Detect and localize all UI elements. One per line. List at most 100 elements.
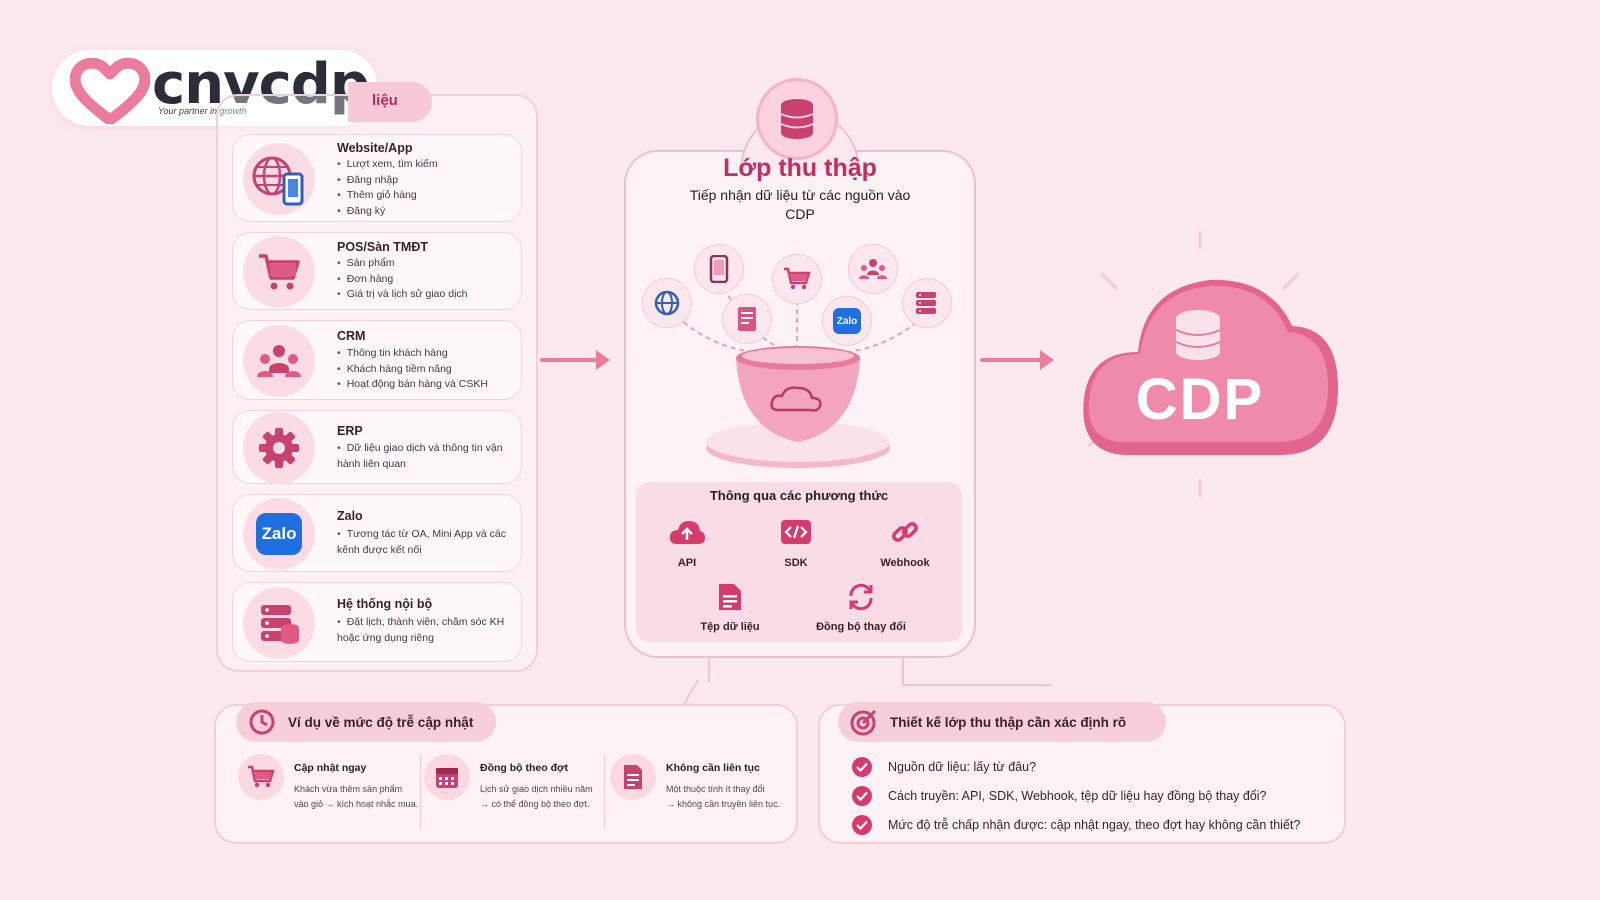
cdp-cloud-icon [1083, 230, 1338, 498]
method-label: API [677, 557, 697, 569]
source-bullet: Đăng nhập [337, 173, 438, 189]
source-bullet: Thông tin khách hàng [337, 346, 488, 362]
mobile-icon [694, 244, 744, 294]
source-card-zalo: Zalo Zalo Tương tác từ OA, Mini App và c… [232, 494, 522, 572]
source-title: Zalo [337, 509, 363, 523]
method-api: API [642, 518, 732, 569]
example-desc-line: → không cần truyền liên tục. [666, 799, 781, 809]
method-label: SDK [784, 557, 808, 569]
collection-layer-title: Lớp thu thập [723, 154, 877, 182]
latency-title: Ví dụ về mức độ trễ cập nhật [288, 714, 474, 730]
source-bullets: Thông tin khách hàng Khách hàng tiềm năn… [337, 346, 488, 393]
method-sdk: SDK [751, 518, 841, 569]
cart-icon [772, 254, 822, 304]
logo-wordmark: cnvcdp [152, 52, 370, 117]
source-card-website-app: Website/App Lượt xem, tìm kiếm Đăng nhập… [232, 134, 522, 222]
source-bullet: Đơn hàng [337, 272, 468, 288]
example-title: Không cần liên tục [666, 762, 760, 774]
source-bullet: Hoạt động bán hàng và CSKH [337, 377, 488, 393]
collection-layer-subtitle: Tiếp nhận dữ liệu từ các nguồn vào CDP [689, 187, 911, 222]
arrow-head-icon [1040, 350, 1054, 370]
cart-icon [238, 754, 284, 800]
check-text: Mức độ trễ chấp nhận được: cập nhật ngay… [888, 817, 1301, 832]
source-card-internal: Hệ thống nội bộ Đặt lịch, thành viên, ch… [232, 582, 522, 662]
document-icon [610, 754, 656, 800]
code-icon [781, 520, 811, 544]
source-bullets: Sản phẩm Đơn hàng Giá trị và lịch sử gia… [337, 256, 468, 303]
cdp-label: CDP [1135, 367, 1265, 432]
checkmark-icon [852, 756, 872, 777]
zalo-badge: Zalo [833, 308, 861, 334]
cdp-cloud: CDP [1070, 230, 1360, 500]
check-item: Nguồn dữ liệu: lấy từ đâu? [852, 752, 1332, 781]
zalo-icon: Zalo [243, 498, 315, 570]
file-icon [719, 584, 741, 610]
example-desc: Khách vừa thêm sản phẩm vào giỏ → kích h… [294, 782, 418, 812]
example-desc-line: Một thuộc tính ít thay đổi [666, 784, 765, 794]
brand-logo: cnvcdp Your partner in growth [52, 50, 378, 126]
source-bullets: Lượt xem, tìm kiếm Đăng nhập Thêm giỏ hà… [337, 157, 438, 219]
connector-line [708, 656, 710, 682]
clock-icon [249, 709, 275, 735]
connector-line [902, 684, 1052, 704]
target-icon [850, 709, 877, 736]
divider [420, 754, 421, 828]
example-desc-line: vào giỏ → kích hoạt nhắc mua. [294, 799, 419, 809]
source-title: CRM [337, 329, 366, 343]
arrow-head-icon [596, 350, 610, 370]
source-title: ERP [337, 424, 363, 438]
method-data-file: Tệp dữ liệu [685, 582, 775, 633]
flow-arrow-to-collection [540, 358, 600, 362]
source-card-pos: POS/Sàn TMĐT Sản phẩm Đơn hàng Giá trị v… [232, 232, 522, 310]
checklist: Nguồn dữ liệu: lấy từ đâu? Cách truyền: … [852, 752, 1332, 839]
cart-icon [243, 236, 315, 308]
source-card-crm: CRM Thông tin khách hàng Khách hàng tiềm… [232, 320, 522, 400]
source-bullet: Sản phẩm [337, 256, 468, 272]
method-label: Tệp dữ liệu [700, 621, 760, 633]
example-desc: Lịch sử giao dịch nhiều năm → có thể đồn… [480, 782, 593, 812]
source-bullet: Đặt lịch, thành viên, chăm sóc KH hoặc ứ… [337, 615, 513, 646]
source-card-erp: ERP Dữ liệu giao dịch và thông tin vận h… [232, 410, 522, 484]
method-webhook: Webhook [860, 518, 950, 569]
check-item: Mức độ trễ chấp nhận được: cập nhật ngay… [852, 810, 1332, 839]
checkmark-icon [852, 814, 872, 835]
source-bullet: Lượt xem, tìm kiếm [337, 157, 438, 173]
example-desc-line: Khách vừa thêm sản phẩm [294, 784, 403, 794]
source-bullets: Đặt lịch, thành viên, chăm sóc KH hoặc ứ… [337, 615, 513, 646]
database-icon [756, 78, 838, 160]
document-icon [722, 294, 772, 344]
source-title: Hệ thống nội bộ [337, 597, 433, 611]
design-title: Thiết kế lớp thu thập cần xác định rõ [890, 714, 1127, 730]
server-icon [902, 278, 952, 328]
method-change-sync: Đồng bộ thay đổi [808, 582, 914, 633]
source-title: Website/App [337, 141, 413, 155]
source-bullets: Dữ liệu giao dịch và thông tin vận hành … [337, 441, 513, 472]
data-sources-tab: liệu [348, 82, 432, 122]
people-icon [848, 244, 898, 294]
check-item: Cách truyền: API, SDK, Webhook, tệp dữ l… [852, 781, 1332, 810]
source-bullets: Tương tác từ OA, Mini App và các kênh đư… [337, 527, 507, 558]
flow-arrow-to-cdp [980, 358, 1044, 362]
methods-title: Thông qua các phương thức [709, 488, 889, 503]
logo-tagline: Your partner in growth [158, 106, 247, 116]
zalo-icon: Zalo [822, 296, 872, 346]
source-bullet: Dữ liệu giao dịch và thông tin vận hành … [337, 441, 513, 472]
globe-phone-icon [243, 143, 315, 215]
example-desc-line: Lịch sử giao dịch nhiều năm [480, 784, 593, 794]
example-desc: Một thuộc tính ít thay đổi → không cần t… [666, 782, 780, 812]
people-icon [243, 325, 315, 397]
connector-line [902, 656, 904, 686]
gear-icon [243, 412, 315, 484]
source-title: POS/Sàn TMĐT [337, 240, 428, 254]
heart-logo-icon [70, 58, 150, 124]
source-bullet: Giá trị và lịch sử giao dịch [337, 287, 468, 303]
cloud-upload-icon [669, 521, 705, 544]
example-desc-line: → có thể đồng bộ theo đợt. [480, 799, 590, 809]
sync-icon [849, 583, 873, 611]
source-bullet: Đăng ký [337, 204, 438, 220]
source-bullet: Tương tác từ OA, Mini App và các kênh đư… [337, 527, 507, 558]
example-title: Cập nhật ngay [294, 762, 367, 774]
funnel-illustration [669, 279, 931, 468]
connector-line [683, 680, 717, 704]
calendar-icon [424, 754, 470, 800]
